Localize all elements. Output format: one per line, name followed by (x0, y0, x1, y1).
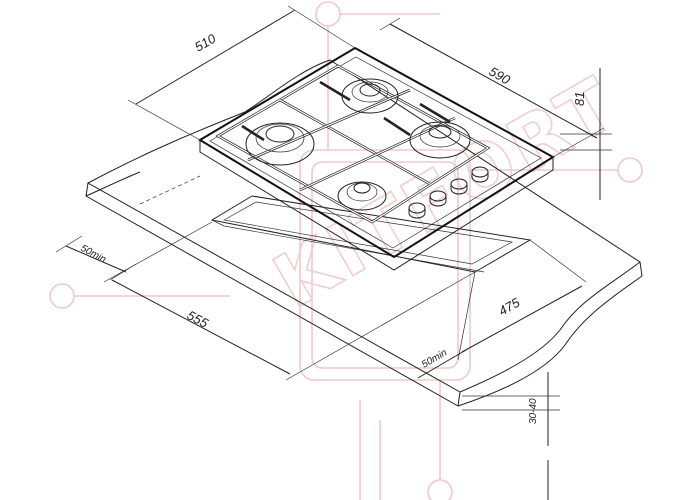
countertop (85, 59, 643, 407)
burner-rear-right (409, 121, 471, 159)
burner-rear-left (341, 78, 399, 114)
dimension-min-gap-back: 50min (55, 235, 137, 281)
dimension-555-label: 555 (185, 307, 212, 331)
dimension-50min-back-label: 50min (79, 243, 109, 266)
dimension-hob-height: 81 (560, 68, 612, 200)
knob-1 (408, 202, 426, 219)
control-knobs (408, 166, 489, 219)
dimension-countertop-thickness: 30-40 (462, 372, 560, 500)
dimension-475-label: 475 (496, 294, 523, 318)
dimension-510-label: 510 (192, 30, 219, 54)
dimension-50min-front-label: 50min (420, 347, 449, 370)
watermark: KITFORT (49, 1, 643, 500)
burner-front-right (337, 181, 387, 211)
dimension-81-label: 81 (572, 92, 587, 106)
knob-2 (429, 190, 447, 207)
dimension-590-label: 590 (487, 64, 514, 88)
dimension-hob-depth: 510 (127, 5, 356, 141)
dimension-cutout-depth: 555 (103, 221, 476, 381)
burner-front-left (245, 122, 315, 166)
knob-3 (450, 178, 468, 195)
dimension-30-40-label: 30-40 (528, 398, 539, 424)
knob-4 (471, 166, 489, 183)
